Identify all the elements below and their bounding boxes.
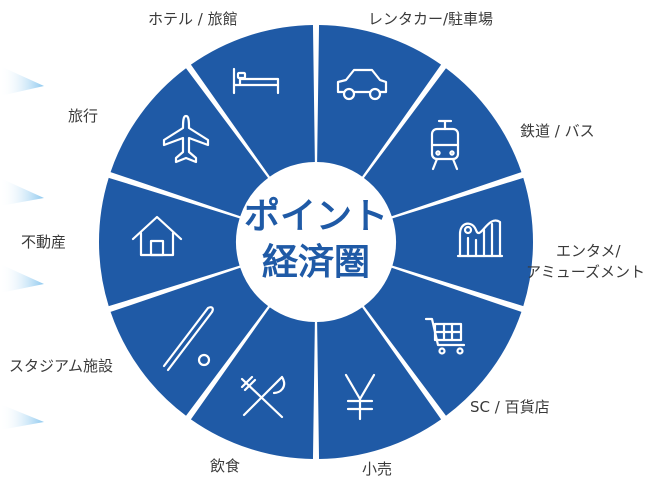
segment-stadium (98, 177, 240, 307)
roller-coaster-icon (456, 219, 504, 258)
segment-rental (363, 68, 522, 217)
label-rental: レンタカー/駐車場 (368, 10, 494, 28)
label-sc: SC / 百貨店 (470, 398, 550, 416)
label-rail: 鉄道 / バス (520, 122, 595, 140)
arrow-wedge-4 (0, 404, 44, 430)
yen-icon (344, 373, 376, 421)
label-ent-1: エンタメ/ (556, 242, 621, 260)
label-travel: 旅行 (68, 107, 99, 125)
segment-ent (363, 267, 522, 416)
center-line2: 経済圏 (262, 242, 370, 283)
house-icon (131, 215, 183, 257)
segment-sc (317, 307, 442, 459)
label-hotel: ホテル / 旅館 (148, 10, 238, 28)
segment-rail (392, 177, 533, 307)
label-retail: 小売 (362, 460, 393, 478)
label-realty: 不動産 (21, 233, 67, 251)
fork-knife-icon (240, 375, 286, 419)
airplane-icon (162, 114, 210, 164)
bed-icon (232, 67, 280, 95)
arrow-wedge-3 (0, 264, 44, 293)
car-icon (336, 68, 388, 101)
label-stadium: スタジアム施設 (9, 357, 113, 375)
arrow-wedge-2 (0, 178, 44, 206)
arrow-wedge-1 (0, 66, 44, 96)
label-food: 飲食 (210, 457, 241, 475)
segment-hotel (317, 25, 442, 177)
segment-travel (190, 25, 315, 177)
train-icon (430, 119, 460, 171)
shopping-cart-icon (424, 317, 466, 355)
baseball-bat-icon (162, 306, 214, 372)
center-circle (239, 165, 393, 319)
center-line1: ポイント (244, 195, 388, 237)
label-ent-2: アミューズメント (526, 263, 645, 281)
